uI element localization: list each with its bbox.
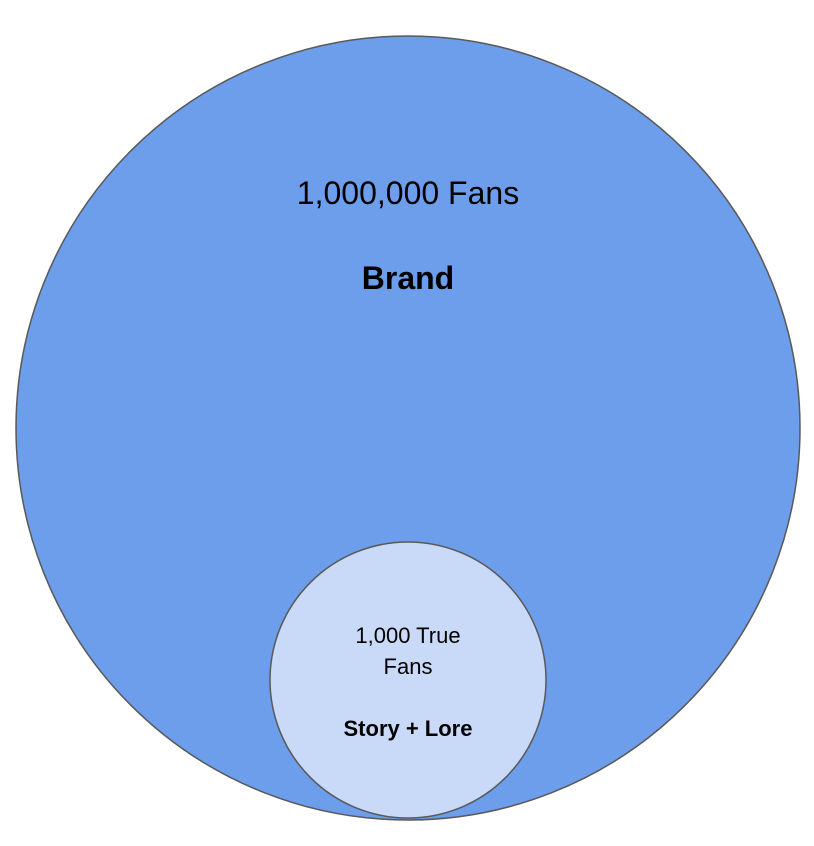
- true-fans-count-label-line1: 1,000 True: [355, 623, 460, 648]
- true-fans-count-label-line2: Fans: [384, 654, 433, 679]
- brand-circle: [15, 35, 801, 821]
- brand-label: Brand: [362, 260, 454, 296]
- fans-count-label: 1,000,000 Fans: [297, 175, 519, 211]
- story-lore-circle: [269, 541, 547, 819]
- story-lore-label: Story + Lore: [344, 716, 473, 741]
